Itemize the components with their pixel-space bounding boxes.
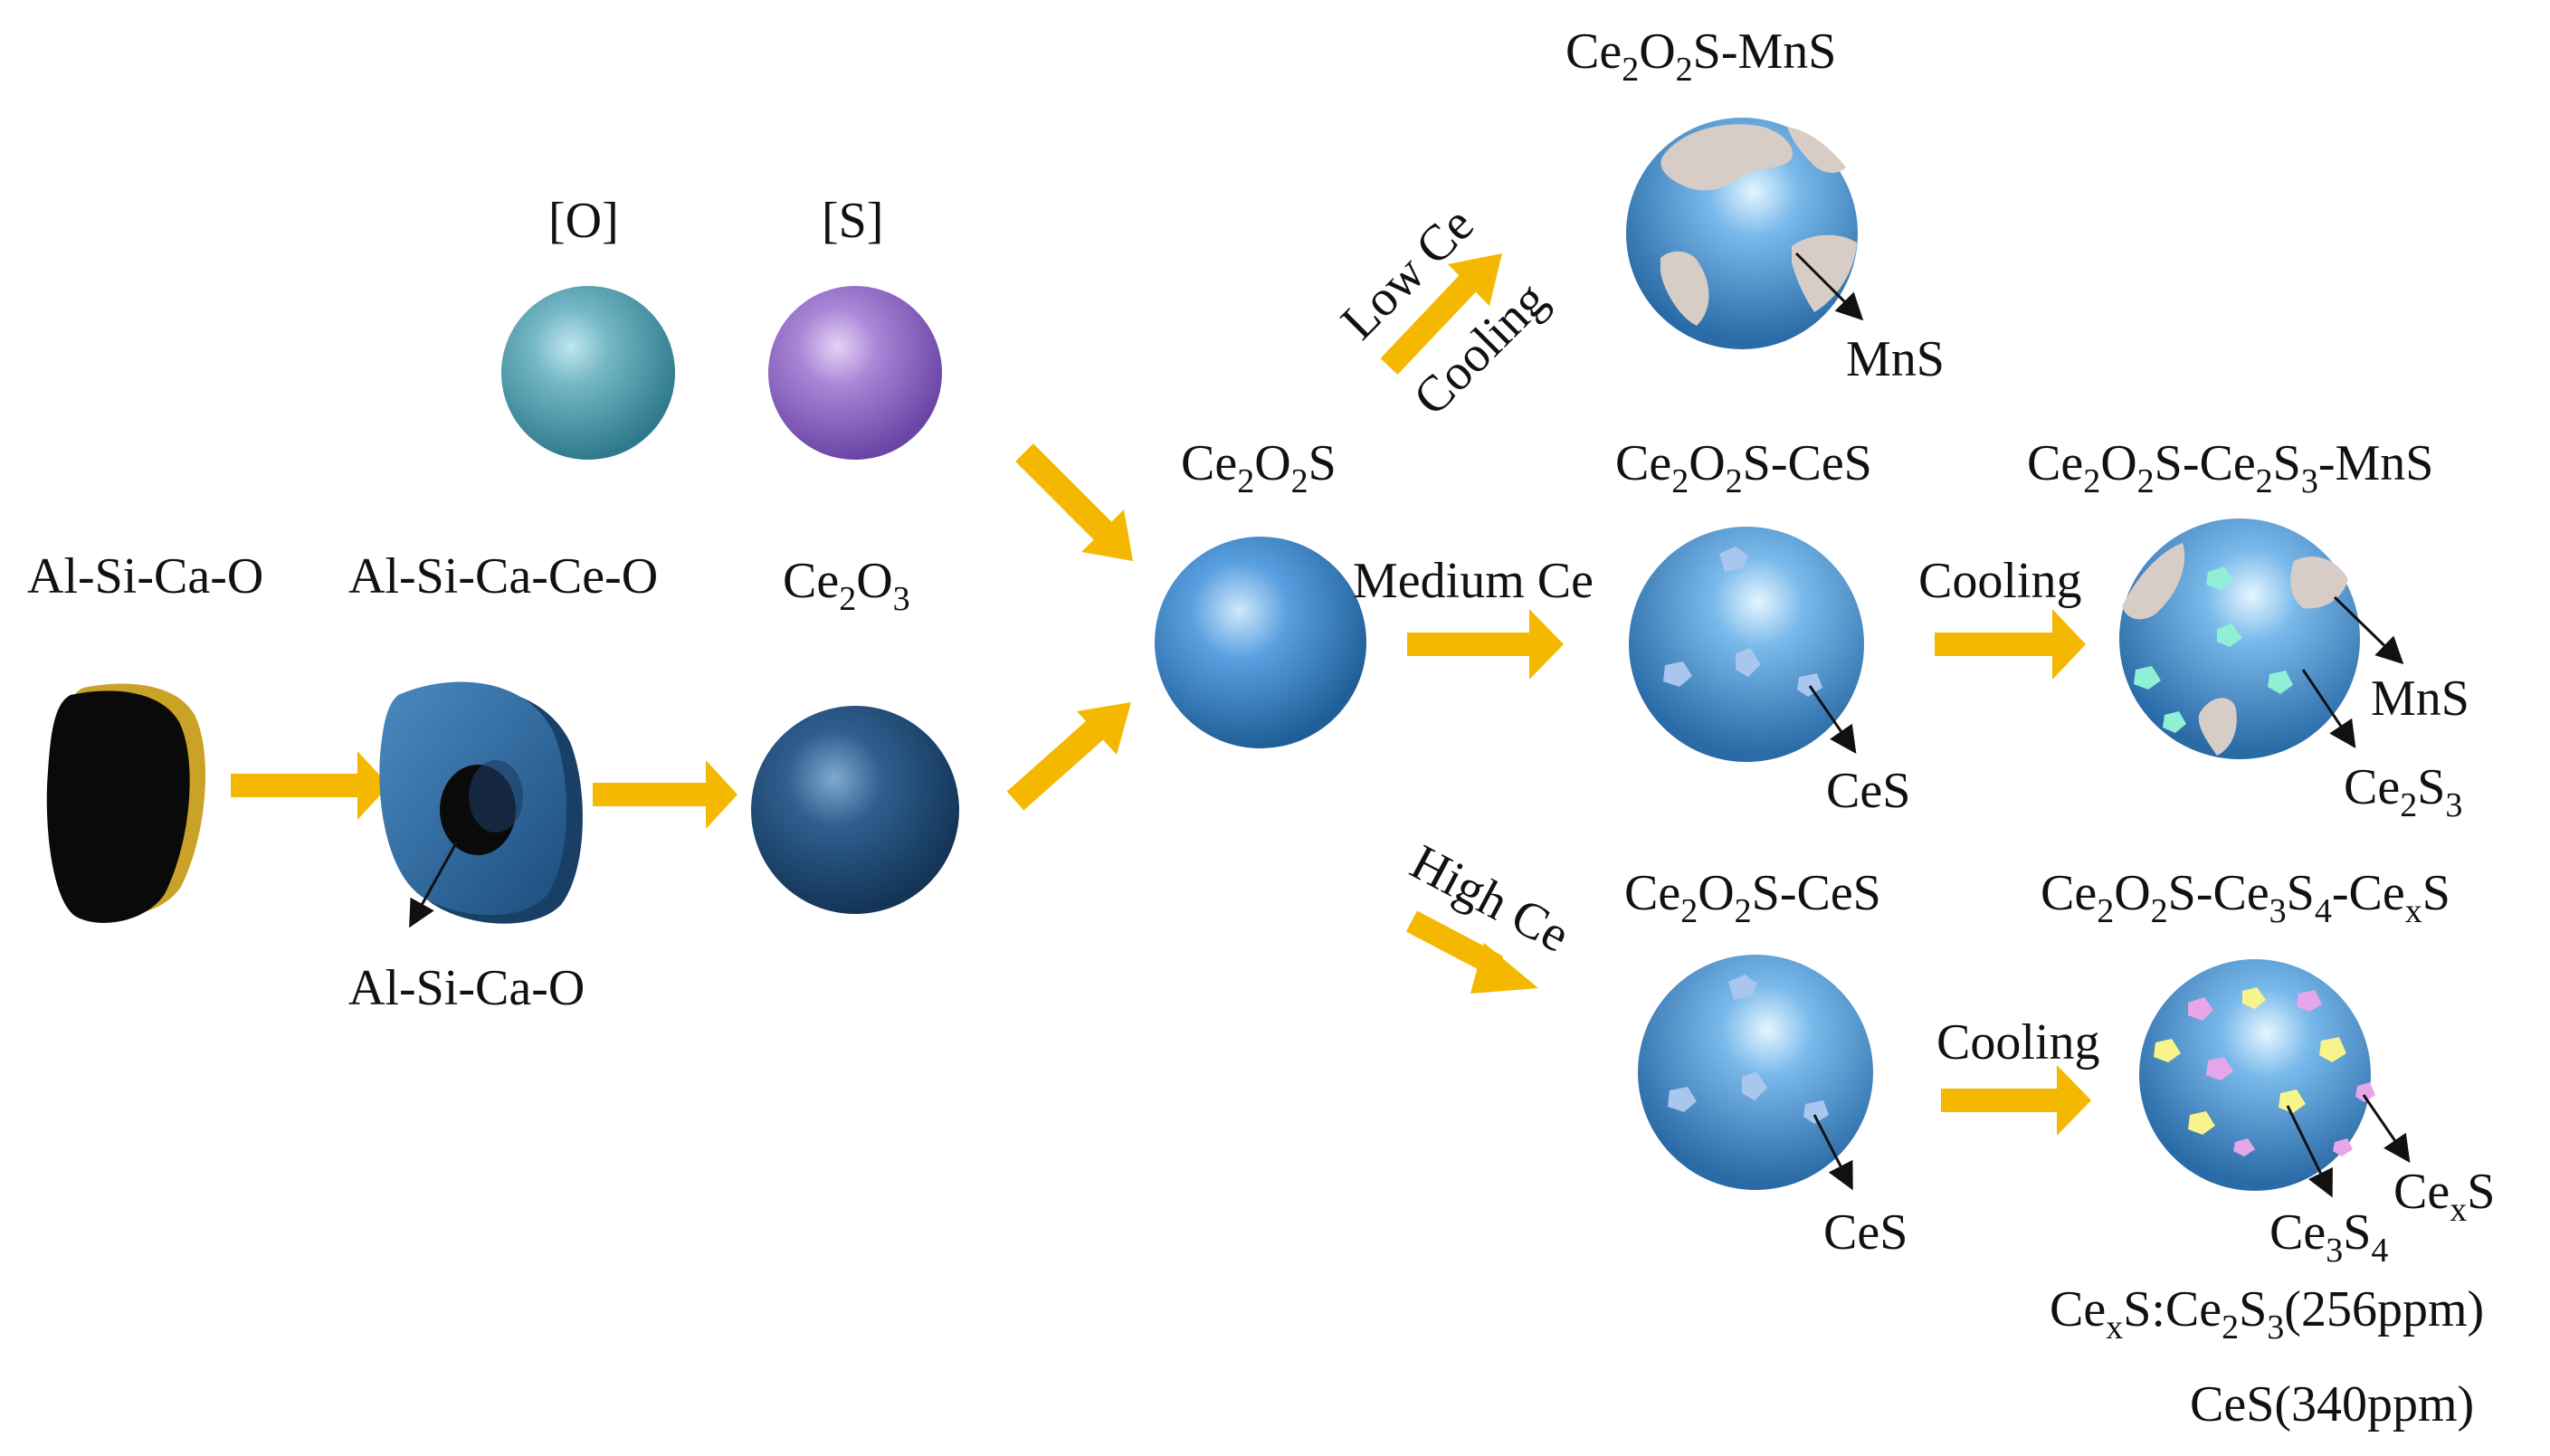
cexs-patch [2188,997,2213,1021]
ce3s4-patch [2242,987,2266,1009]
cexs-patch [2206,1057,2233,1080]
mns-patch [1787,127,1846,174]
label-ces-medium: CeS [1826,763,1910,819]
al-si-ca-o-inclusion [46,683,205,923]
label-mns-low: MnS [1846,331,1945,387]
arrow-cooling-medium [1935,609,2086,680]
oxygen-sphere [501,286,675,460]
label-al-si-ca-o-core: Al-Si-Ca-O [348,960,585,1016]
mns-pointer-medium [2333,595,2404,665]
ce3s4-patch [2279,1090,2306,1113]
ces-patch [1797,673,1822,697]
mns-patch [2290,557,2348,609]
ce3s4-patch [2188,1111,2215,1135]
label-high-ce: High Ce [1402,834,1578,964]
ce3s4-patch [2154,1039,2181,1062]
ces-pointer-medium [1808,685,1857,754]
ce2s3-pointer [2301,669,2356,748]
ce2o3-sphere [751,706,959,914]
label-al-si-ca-o: Al-Si-Ca-O [27,548,263,604]
cexs-pointer [2362,1094,2411,1163]
ce2o2s-ces-high-sphere [1638,955,1873,1190]
al-si-ca-ce-o-inclusion [379,681,583,924]
core-pointer [409,841,459,928]
mns-patch [2122,543,2185,620]
label-cooling-medium: Cooling [1918,553,2081,609]
cexs-patch [2355,1082,2375,1102]
label-ce2s3: Ce2S3 [2344,759,2462,824]
label-medium-ce: Medium Ce [1353,553,1594,609]
arrow-cooling-high [1941,1065,2091,1136]
ce2o2s-ce2s3-mns-sphere [2119,519,2360,759]
ce3s4-patch [2319,1037,2346,1062]
ce2o2s-mns-sphere [1626,118,1858,349]
ce2s3-patch [2134,666,2161,690]
arrow-high-ce [1405,910,1538,994]
ce2s3-patch [2206,566,2233,590]
label-ce2o2s-ces-high: Ce2O2S-CeS [1624,865,1881,930]
sulfur-sphere [768,286,942,460]
cexs-patch [2233,1138,2255,1156]
ce2o2s-sphere [1155,537,1366,748]
ces-pointer-high [1813,1114,1853,1191]
ces-patch [1803,1100,1829,1124]
ces-patch [1719,547,1748,572]
ce3s4-pointer [2286,1105,2333,1198]
label-ce2o2s-ce3s4-cexs: Ce2O2S-Ce3S4-CexS [2041,865,2450,930]
arrow-1 [231,751,389,820]
ces-patch [1663,661,1692,687]
ces-patch [1742,1071,1767,1100]
label-mns-medium: MnS [2371,671,2469,727]
cexs-patch [2297,990,2322,1012]
ce2o2s-ce3s4-cexs-sphere [2139,959,2375,1191]
mns-patch [1792,234,1857,312]
label-sulfur: [S] [822,193,883,249]
label-ce2o3: Ce2O3 [783,553,910,618]
label-ces-note: CeS(340ppm) [2190,1376,2474,1432]
ce2o2s-ces-medium-sphere [1629,527,1864,762]
ces-patch [1728,975,1757,1000]
label-ces-high: CeS [1823,1204,1908,1261]
mns-patch [2198,698,2237,756]
mns-pointer-low [1794,252,1864,321]
label-al-si-ca-ce-o: Al-Si-Ca-Ce-O [348,548,658,604]
ce2s3-patch [2163,711,2186,733]
label-ce2o2s-ces-medium: Ce2O2S-CeS [1615,435,1872,500]
label-ratio-note: CexS:Ce2S3(256ppm) [2050,1281,2484,1347]
label-ce2o2s-mns: Ce2O2S-MnS [1565,24,1836,89]
arrow-medium-ce [1407,609,1564,680]
mns-patch [1660,251,1709,326]
label-oxygen: [O] [548,193,619,249]
arrow-o-s-to-ce2o2s [1015,443,1133,561]
arrow-2 [593,760,737,829]
label-cexs: CexS [2393,1164,2495,1229]
ces-patch [1736,648,1761,677]
label-cooling-high: Cooling [1936,1014,2099,1071]
mns-patch [1660,124,1793,191]
cexs-patch [2333,1138,2353,1156]
arrow-low-ce [1380,253,1502,375]
arrow-ce2o3-to-ce2o2s [1006,702,1131,811]
label-ce2o2s: Ce2O2S [1181,435,1337,500]
ce2s3-patch [2268,671,2293,694]
ce2s3-patch [2217,623,2242,647]
label-ce3s4: Ce3S4 [2269,1204,2388,1270]
ces-patch [1668,1087,1697,1112]
label-ce2o2s-ce2s3-mns: Ce2O2S-Ce2S3-MnS [2027,435,2433,500]
